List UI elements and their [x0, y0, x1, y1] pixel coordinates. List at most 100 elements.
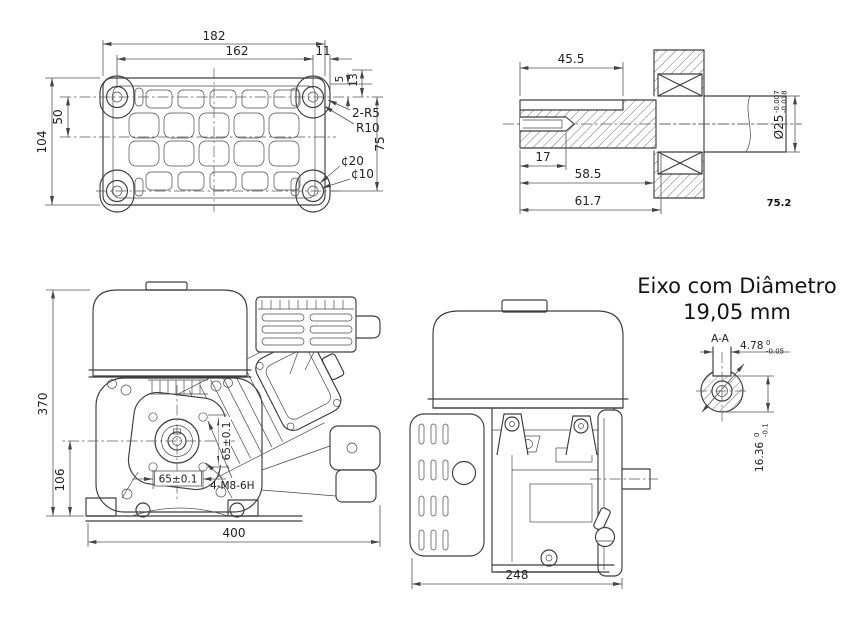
dim-370-label: 370 — [36, 393, 50, 416]
dim-182-label: 182 — [203, 29, 226, 43]
dim-bolt-spacing-horizontal: 65±0.1 — [132, 470, 226, 489]
base-plate-view: 182 162 11 13 5 50 — [35, 29, 387, 213]
note-line2: 19,05 mm — [683, 300, 791, 324]
shaft-note: Eixo com Diâmetro 19,05 mm — [637, 274, 836, 324]
shroud-fins — [148, 379, 208, 395]
dim-bolt-spacing-x: 162 — [116, 44, 314, 88]
dim-overall-height: 104 — [35, 77, 100, 206]
fuel-tank-front — [88, 281, 252, 378]
dim-overall-width-side: 248 — [411, 558, 623, 589]
crankcase-wall-hatch — [654, 50, 704, 198]
dim-17-label: 17 — [535, 150, 550, 164]
bearing-blocks — [657, 73, 703, 175]
mount-holes-callout: 4-M8-6H — [205, 420, 255, 492]
keyway-band — [519, 99, 624, 111]
dim-slot-offsets: 13 5 — [330, 69, 372, 108]
shaft-hatch — [520, 100, 656, 148]
base-plate-webbing — [128, 87, 301, 197]
keyway-width-tol-upper: 0 — [766, 339, 770, 347]
boss-radius-label: R10 — [356, 121, 380, 135]
dim-75-label: 75 — [373, 136, 387, 151]
slot-dia-outer-label: ¢20 — [341, 154, 364, 168]
dipstick — [593, 507, 616, 548]
shaft-diameter-label: Ø25 — [772, 115, 786, 140]
dim-5-label: 5 — [334, 76, 346, 83]
section-label: A-A — [711, 333, 730, 345]
fuel-tank-side — [427, 299, 629, 409]
dim-bolt-spacing-y: 75 — [330, 96, 387, 192]
output-shaft — [660, 95, 800, 153]
dim-162-label: 162 — [226, 44, 249, 58]
engine-base — [85, 471, 303, 522]
dim-overall-length: 61.7 — [519, 154, 662, 214]
oil-drain-plug — [540, 549, 558, 567]
shaft-diameter-tol-lower: -0.018 — [781, 90, 789, 113]
dim-keyway-length: 45.5 — [519, 52, 624, 96]
muffler — [255, 296, 381, 375]
side-base — [491, 564, 615, 573]
muffler-bracket — [355, 315, 381, 339]
dim-106-label: 106 — [53, 469, 67, 492]
dim-45-5-label: 45.5 — [558, 52, 585, 66]
keyway-depth-tol-lower: -0.1 — [762, 423, 770, 437]
dim-58-5-label: 58.5 — [575, 167, 602, 181]
page-reference: 75.2 — [767, 198, 792, 209]
engine-front-view: 370 106 65±0.1 65±0.1 — [36, 281, 381, 547]
crankcase-outline — [95, 377, 263, 513]
engine-side-view: 248 — [409, 299, 658, 589]
dim-13-label: 13 — [348, 73, 360, 86]
fuel-cap-side — [501, 299, 548, 313]
dim-65v-label: 65±0.1 — [221, 422, 233, 461]
air-cleaner-vents — [418, 423, 449, 551]
shaft-break-line — [745, 95, 751, 153]
dim-overall-height-front: 370 — [36, 289, 90, 517]
keyway-depth-value: 16.36 — [754, 442, 766, 472]
section-detail-view: A-A 4.78 0 -0.05 — [696, 333, 790, 472]
dim-keyway-depth: 16.36 0 -0.1 — [725, 375, 774, 472]
crankcase-bolts — [107, 378, 233, 500]
keyway-width-tol-lower: -0.05 — [766, 348, 784, 356]
muffler-slats — [261, 313, 353, 346]
pto-cover — [597, 409, 623, 577]
valve-cover-inner — [265, 349, 331, 420]
tapped-hole — [519, 116, 575, 132]
dim-overall-width: 182 — [102, 29, 326, 76]
section-cut-arrows — [701, 363, 745, 413]
dim-65h-label: 65±0.1 — [159, 474, 198, 486]
dim-61-7-label: 61.7 — [575, 194, 602, 208]
shaft-section-view: 45.5 17 58.5 61.7 Ø25 -0.007 -0.018 — [503, 49, 802, 214]
dim-shaft-diameter: Ø25 -0.007 -0.018 — [772, 90, 800, 153]
dim-bolt-offset-y: 50 — [51, 96, 70, 137]
base-plate-centerlines — [60, 68, 372, 212]
mounting-slots — [99, 75, 331, 213]
dim-keyway-width: 4.78 0 -0.05 — [700, 339, 790, 356]
mount-holes-label: 4-M8-6H — [210, 480, 255, 492]
base-plate-inner-lip — [112, 85, 316, 199]
keyway-width-value: 4.78 — [740, 340, 763, 352]
dim-edge-offset: 11 — [303, 44, 352, 92]
muffler-top-vents — [258, 300, 354, 310]
slot-diameter-callouts: ¢20 ¢10 — [319, 154, 374, 189]
crankshaft-flange — [127, 385, 227, 502]
corner-radius-label: 2-R5 — [352, 106, 380, 120]
dim-400-label: 400 — [223, 526, 246, 540]
tank-brackets — [496, 413, 598, 456]
slot-dia-inner-label: ¢10 — [351, 167, 374, 181]
dim-248-label: 248 — [506, 568, 529, 582]
note-line1: Eixo com Diâmetro — [637, 274, 836, 298]
spark-plug — [321, 353, 345, 381]
dim-104-label: 104 — [35, 131, 49, 154]
air-cleaner — [409, 413, 485, 557]
dim-bolt-spacing-vertical: 65±0.1 — [208, 414, 233, 468]
carburetor-assembly — [261, 425, 381, 503]
fuel-cap-front — [145, 281, 188, 291]
choke-knob — [451, 460, 477, 486]
oil-drain-plug-center — [545, 554, 553, 562]
dim-11-label: 11 — [315, 44, 330, 58]
dim-overall-width-front: 400 — [87, 505, 381, 547]
dim-50-label: 50 — [51, 109, 65, 124]
keyway-depth-tol-upper: 0 — [753, 433, 761, 437]
dim-shoulder-length: 58.5 — [519, 150, 655, 187]
